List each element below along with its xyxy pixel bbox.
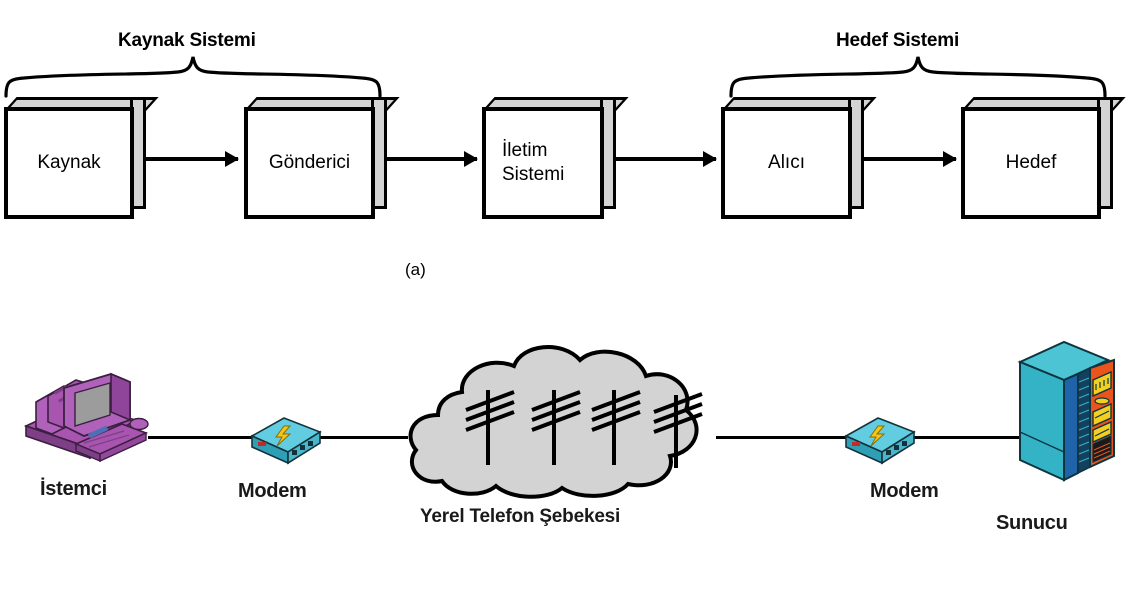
block-front-face (721, 107, 852, 219)
arrow-iletim-sistemi-to-alici (616, 151, 717, 167)
link-client-to-modem (148, 436, 258, 439)
arrow-kaynak-to-gonderici (146, 151, 239, 167)
block-hedef: Hedef (961, 97, 1126, 219)
block-kaynak: Kaynak (4, 97, 159, 219)
group-label-kaynak-sistemi: Kaynak Sistemi (118, 30, 256, 51)
node-label-istemci: İstemci (40, 478, 107, 500)
modem-icon (246, 410, 326, 466)
node-label-yerel-telefon-sebekesi: Yerel Telefon Şebekesi (420, 506, 621, 527)
block-front-face (961, 107, 1101, 219)
block-label: İletim Sistemi (502, 139, 565, 185)
brace-hedef-sistemi (729, 56, 1107, 98)
block-iletim-sistemi: İletim Sistemi (482, 97, 629, 219)
arrow-alici-to-hedef (864, 151, 957, 167)
block-alici: Alıcı (721, 97, 877, 219)
node-label-modem-left: Modem (238, 480, 307, 502)
desktop-computer-icon (18, 358, 153, 473)
node-label-modem-right: Modem (870, 480, 939, 502)
arrow-gonderici-to-iletim-sistemi (387, 151, 478, 167)
link-cloud-to-modem2 (716, 436, 852, 439)
block-front-face (244, 107, 375, 219)
group-label-hedef-sistemi: Hedef Sistemi (836, 30, 960, 51)
brace-kaynak-sistemi (4, 56, 382, 98)
block-front-face (4, 107, 134, 219)
panel-a-caption: (a) (405, 260, 426, 279)
block-label: Gönderici (268, 151, 351, 173)
link-modem2-to-server (906, 436, 1022, 439)
server-tower-icon (1008, 340, 1120, 488)
link-modem-to-cloud (312, 436, 408, 439)
block-front-face (482, 107, 604, 219)
block-label: Hedef (1005, 151, 1057, 173)
cloud-telephone-network-icon (390, 340, 730, 505)
block-label: Kaynak (37, 151, 101, 173)
node-label-sunucu: Sunucu (996, 512, 1068, 534)
modem-icon (840, 410, 920, 466)
block-gonderici: Gönderici (244, 97, 400, 219)
block-label: Alıcı (768, 151, 805, 173)
